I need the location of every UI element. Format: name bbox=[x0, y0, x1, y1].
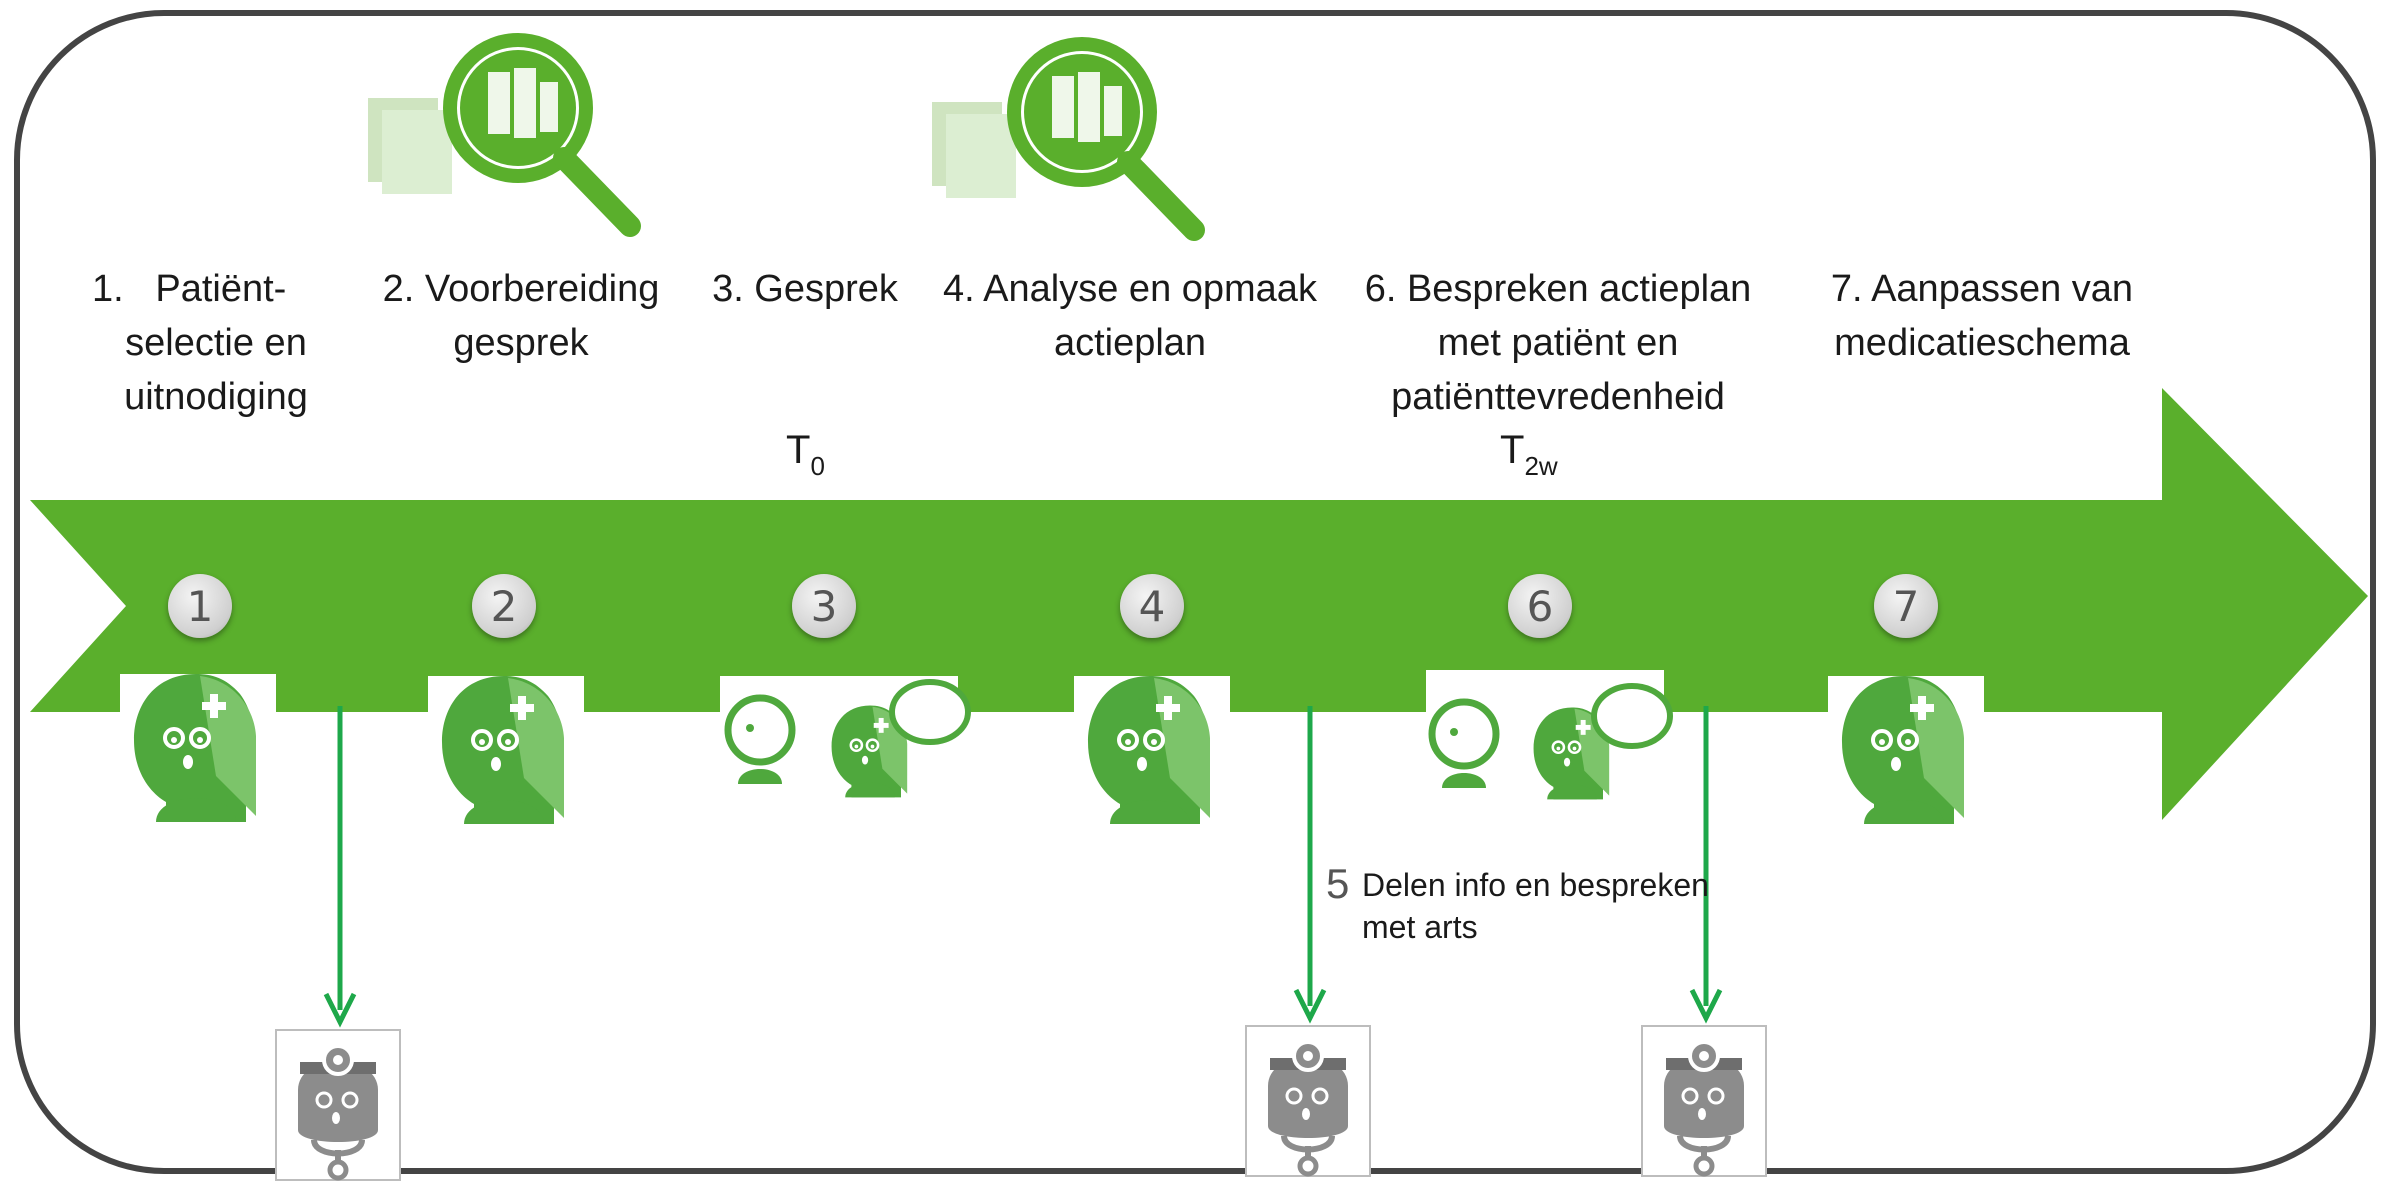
conversation-icon bbox=[728, 679, 971, 799]
step-4-label: 4. Analyse en opmaak actieplan bbox=[943, 268, 1317, 364]
conversation-icon bbox=[1432, 683, 1673, 801]
step-number-badge: 7 bbox=[1874, 574, 1938, 638]
step-6-label: 6. Bespreken actieplan met patiënt en pa… bbox=[1364, 268, 1752, 418]
time-mark-t0: T0 bbox=[786, 428, 825, 481]
step-5-number: 5 bbox=[1326, 860, 1350, 907]
document-magnifier-icon bbox=[932, 44, 1194, 230]
step-3-label: 3. Gesprek bbox=[712, 268, 898, 310]
step-number-badge: 6 bbox=[1508, 574, 1572, 638]
doctor-icon bbox=[276, 1030, 400, 1180]
step-number-badge: 2 bbox=[472, 574, 536, 638]
connector-step5-doctor bbox=[1293, 706, 1327, 1024]
doctor-icon bbox=[1642, 1026, 1766, 1176]
connector-step6-doctor bbox=[1689, 706, 1723, 1024]
timeline-arrow bbox=[30, 388, 2368, 820]
doctor-icon bbox=[1246, 1026, 1370, 1176]
step-5-label: Delen info en bespreken met arts bbox=[1362, 867, 1709, 945]
step-1-label: 1. Patiënt- selectie en uitnodiging bbox=[92, 268, 308, 418]
step-number-badge: 1 bbox=[168, 574, 232, 638]
step-number-badge: 3 bbox=[792, 574, 856, 638]
time-mark-t2w: T2w bbox=[1500, 428, 1558, 481]
document-magnifier-icon bbox=[368, 40, 630, 226]
step-number-badge: 4 bbox=[1120, 574, 1184, 638]
step-7-label: 7. Aanpassen van medicatieschema bbox=[1830, 268, 2134, 364]
connector-step1-doctor bbox=[323, 706, 357, 1028]
step-2-label: 2. Voorbereiding gesprek bbox=[382, 268, 660, 364]
